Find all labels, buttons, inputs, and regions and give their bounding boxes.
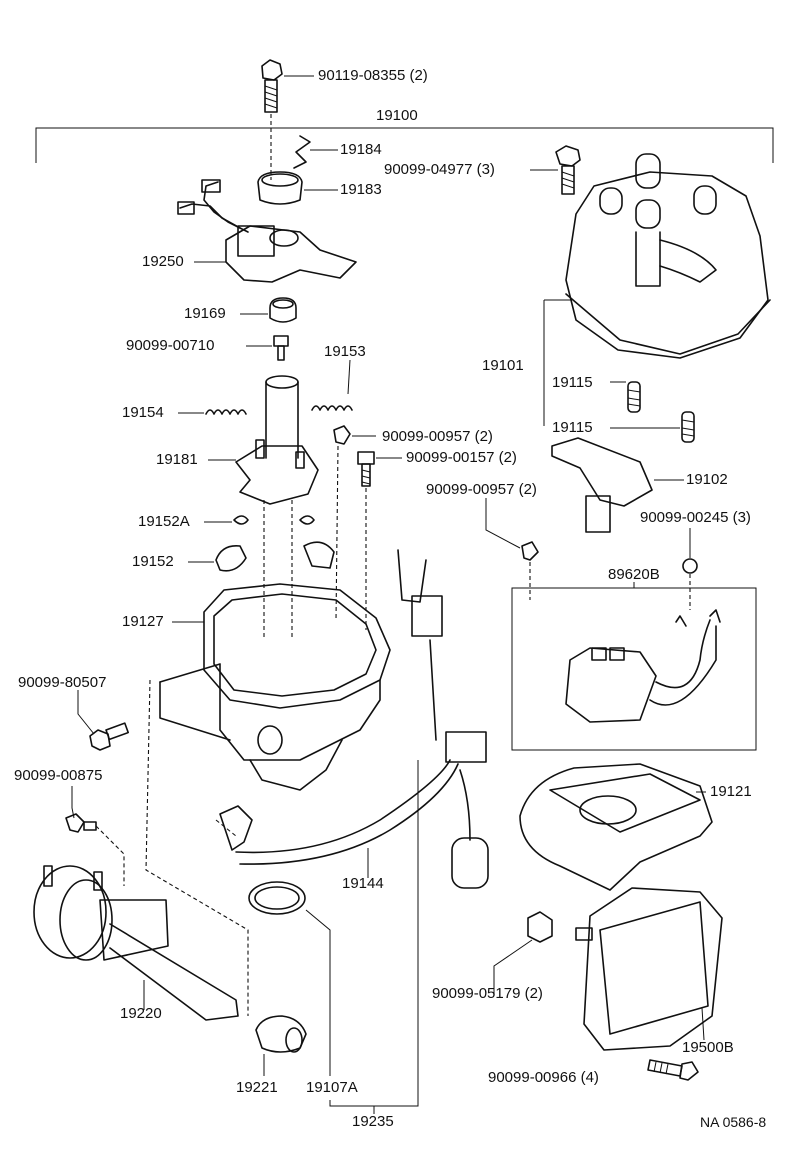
part-spring-19154: [178, 409, 247, 415]
callout-19153: 19153: [324, 343, 366, 360]
part-bushing-19169: [240, 297, 297, 323]
callout-19183: 19183: [340, 181, 382, 198]
part-housing-19127: [159, 583, 391, 791]
callout-90099-00875: 90099-00875: [14, 767, 103, 784]
part-screw-90099-00245: [682, 528, 698, 610]
part-oring-19107A: [248, 881, 331, 1076]
callout-19181: 19181: [156, 451, 198, 468]
part-screw-90099-00957-b: [485, 498, 539, 600]
part-cap-19221: [255, 1015, 307, 1076]
callout-19100: 19100: [376, 107, 418, 124]
callout-90099-00957-a: 90099-00957 (2): [382, 428, 493, 445]
part-bolt-90119-08355: [261, 59, 314, 180]
part-screw-90099-00875: [65, 786, 125, 886]
part-bolt-90099-80507: [77, 690, 130, 751]
callout-19235: 19235: [352, 1113, 394, 1130]
part-bolt-90099-00966: [647, 1059, 699, 1081]
callout-89620B: 89620B: [608, 566, 660, 583]
callout-19250: 19250: [142, 253, 184, 270]
part-ignitor-kit-89620B: [511, 582, 757, 751]
part-nut-90099-05179: [493, 911, 553, 994]
part-weights-19152: [188, 541, 335, 572]
dashed-assembly-lines: [145, 679, 249, 1016]
callout-90099-00966: 90099-00966 (4): [488, 1069, 599, 1086]
part-cap-19101: [543, 153, 771, 426]
callout-19101: 19101: [482, 357, 524, 374]
callout-90099-04977: 90099-04977 (3): [384, 161, 495, 178]
drawing-code: NA 0586-8: [700, 1114, 767, 1130]
part-eclip-19152A: [204, 515, 315, 525]
part-retainer-19183: [257, 171, 338, 205]
part-vacuum-advance-19220: [33, 865, 239, 1021]
bracket-19100: [35, 127, 774, 163]
part-base-19121: [519, 763, 713, 891]
part-screw-90099-00157: [357, 451, 402, 630]
callout-90099-80507: 90099-80507: [18, 674, 107, 691]
bracket-19235: [329, 760, 419, 1114]
part-spring-19153: [311, 359, 353, 411]
callout-19221: 19221: [236, 1079, 278, 1096]
part-screw-90099-00710: [246, 335, 289, 361]
part-governor-shaft-19181: [208, 375, 319, 640]
callout-19115-b: 19115: [552, 419, 593, 436]
callout-90099-00157: 90099-00157 (2): [406, 449, 517, 466]
part-coil-19500B: [575, 887, 723, 1051]
callout-90099-00245: 90099-00245 (3): [640, 509, 751, 526]
part-springs-19115: [610, 381, 695, 443]
callout-90119-08355: 90119-08355 (2): [318, 67, 428, 84]
callout-19107A: 19107A: [306, 1079, 358, 1096]
callout-19152: 19152: [132, 553, 174, 570]
part-clip-19184: [293, 135, 338, 169]
callout-19184: 19184: [340, 141, 382, 158]
callout-19115-a: 19115: [552, 374, 593, 391]
callout-19144: 19144: [342, 875, 384, 892]
part-screw-90099-00957-a: [333, 425, 376, 621]
callout-19152A: 19152A: [138, 513, 190, 530]
callout-90099-05179: 90099-05179 (2): [432, 985, 543, 1002]
callout-19127: 19127: [122, 613, 164, 630]
callout-19121: 19121: [710, 783, 752, 800]
part-pickup-19250: [177, 179, 357, 283]
part-bolt-90099-04977: [530, 145, 581, 195]
part-rotor-19102: [551, 437, 684, 533]
callout-19154: 19154: [122, 404, 164, 421]
callout-19500B: 19500B: [682, 1039, 734, 1056]
callout-19169: 19169: [184, 305, 226, 322]
callout-90099-00957-b: 90099-00957 (2): [426, 481, 537, 498]
callout-19220: 19220: [120, 1005, 162, 1022]
callout-19102: 19102: [686, 471, 728, 488]
callout-90099-00710: 90099-00710: [126, 337, 215, 354]
part-cable-19144: [219, 549, 489, 889]
